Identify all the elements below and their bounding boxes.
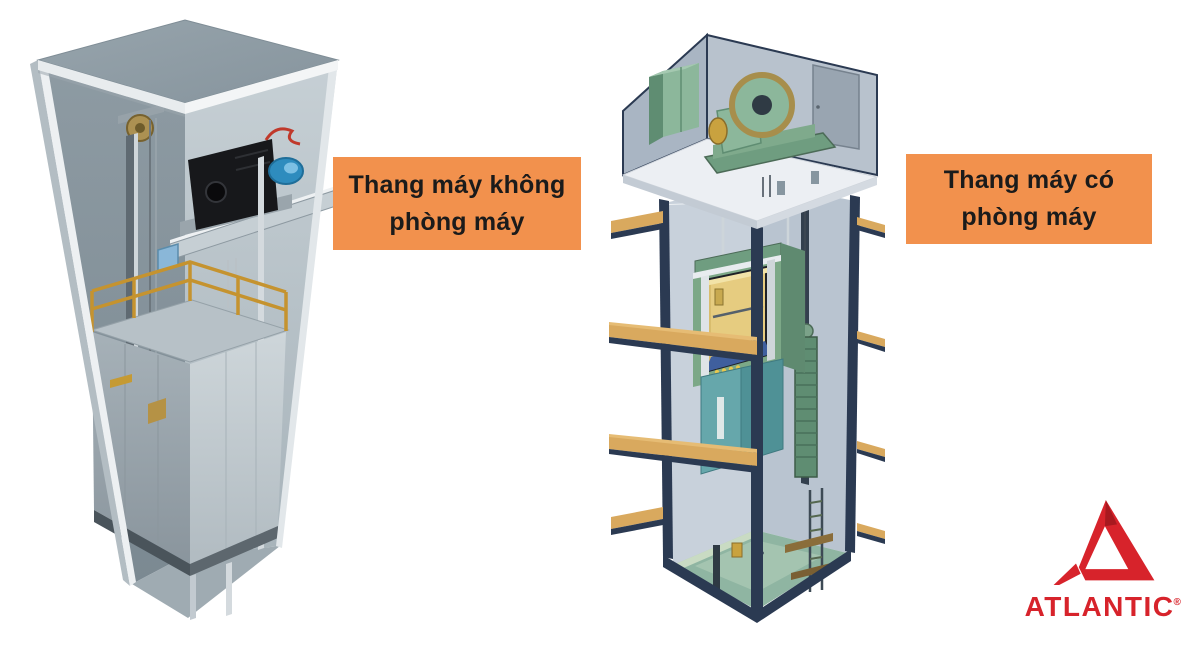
label-machine-room: Thang máy có phòng máy xyxy=(906,154,1152,244)
label-machine-room-less: Thang máy không phòng máy xyxy=(333,157,581,250)
motor-end-cap xyxy=(708,117,728,145)
cab-bracket xyxy=(110,374,132,388)
registered-trademark: ® xyxy=(1173,597,1183,608)
cab-roof xyxy=(90,299,290,363)
floor-fitting xyxy=(777,181,785,195)
machine-room-elevator-figure xyxy=(605,25,890,625)
pit-outer-wall xyxy=(663,555,757,623)
door-vision-panel xyxy=(717,397,724,439)
left-wall-exterior-edge xyxy=(30,60,130,586)
triangle-facet xyxy=(1104,500,1118,527)
right-wall-cut-edge xyxy=(276,58,338,548)
pit-rail-2 xyxy=(190,574,196,620)
motor-cables xyxy=(264,127,301,146)
shaft-roof xyxy=(36,19,340,117)
brand-wordmark: ATLANTIC® xyxy=(1025,592,1184,622)
hoist-ropes xyxy=(227,258,237,308)
floor-fitting xyxy=(811,171,819,184)
triangle-wedge xyxy=(1053,563,1081,585)
cab-operating-panel xyxy=(714,288,724,306)
triangle-main xyxy=(1078,500,1155,581)
cab-safety-railing xyxy=(90,260,288,332)
atlantic-logo: ATLANTIC® xyxy=(1018,496,1190,638)
label-line: phòng máy xyxy=(961,203,1097,231)
traction-motor xyxy=(188,139,278,230)
atlantic-triangle-icon xyxy=(1053,500,1155,585)
shaft-floor xyxy=(132,546,280,618)
label-line: Thang máy không xyxy=(348,170,566,199)
label-line: phòng máy xyxy=(389,207,525,236)
mrl-elevator-illustration xyxy=(30,19,340,620)
label-line: Thang máy có xyxy=(943,166,1115,194)
pit-guide-post xyxy=(713,545,720,597)
left-wall-cut-edge xyxy=(38,58,136,586)
brand-name: ATLANTIC xyxy=(1024,591,1175,622)
building-floor-slabs xyxy=(609,211,885,544)
machine-room-elevator-illustration xyxy=(606,32,889,623)
pit-outer-wall xyxy=(757,549,851,623)
oil-can xyxy=(731,542,743,558)
door-jamb xyxy=(767,259,775,361)
cab-side xyxy=(781,243,805,373)
shaft-columns xyxy=(659,195,860,615)
traction-machine xyxy=(703,72,837,197)
machine-room-door xyxy=(812,64,860,150)
safety-gear xyxy=(148,398,166,424)
rail-bracket xyxy=(791,563,831,580)
cab-right-face xyxy=(190,332,286,564)
machine-room xyxy=(621,32,879,229)
door-jamb xyxy=(701,275,709,378)
control-cabinet xyxy=(649,63,699,145)
elevator-cab xyxy=(693,242,805,387)
pit-rail xyxy=(226,562,232,616)
rail-bracket xyxy=(785,533,833,553)
mrl-elevator-figure xyxy=(30,8,345,623)
